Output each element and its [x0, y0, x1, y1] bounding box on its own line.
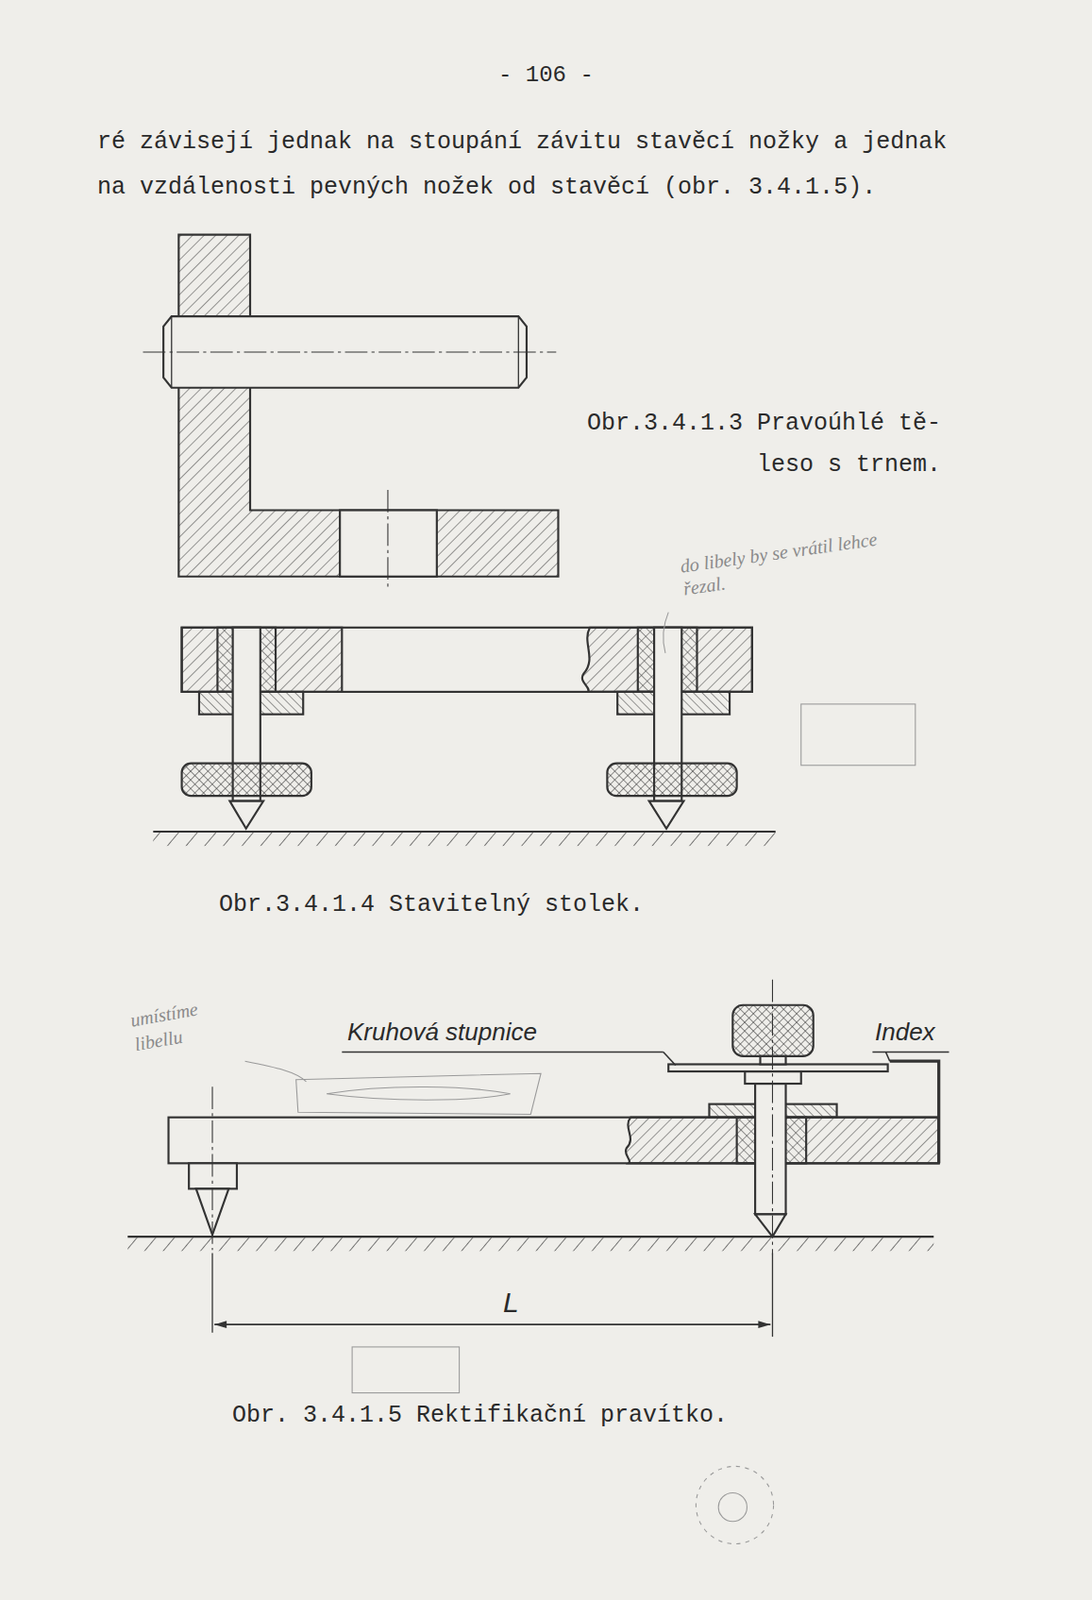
part-label: Index: [874, 1017, 936, 1046]
part-label: Kruhová stupnice: [347, 1017, 538, 1046]
figure-caption: Obr.3.4.1.3 Pravoúhlé tě- leso s trnem.: [577, 403, 941, 487]
rectification-ruler: [127, 979, 949, 1337]
handwritten-note: umístíme libellu: [128, 988, 249, 1057]
dimension-label: L: [500, 1285, 522, 1319]
page-number: - 106 -: [498, 62, 594, 89]
right-angle-body: [143, 235, 559, 590]
figure-caption: Obr.3.4.1.4 Stavitelný stolek.: [218, 890, 644, 919]
handwritten-note: do libely by se vrátil lehce řezal.: [678, 520, 928, 601]
adjustable-table: [152, 627, 775, 846]
figure-caption: Obr. 3.4.1.5 Rektifikační pravítko.: [232, 1401, 728, 1429]
body-text: ré závisejí jednak na stoupání závitu st…: [97, 119, 980, 211]
